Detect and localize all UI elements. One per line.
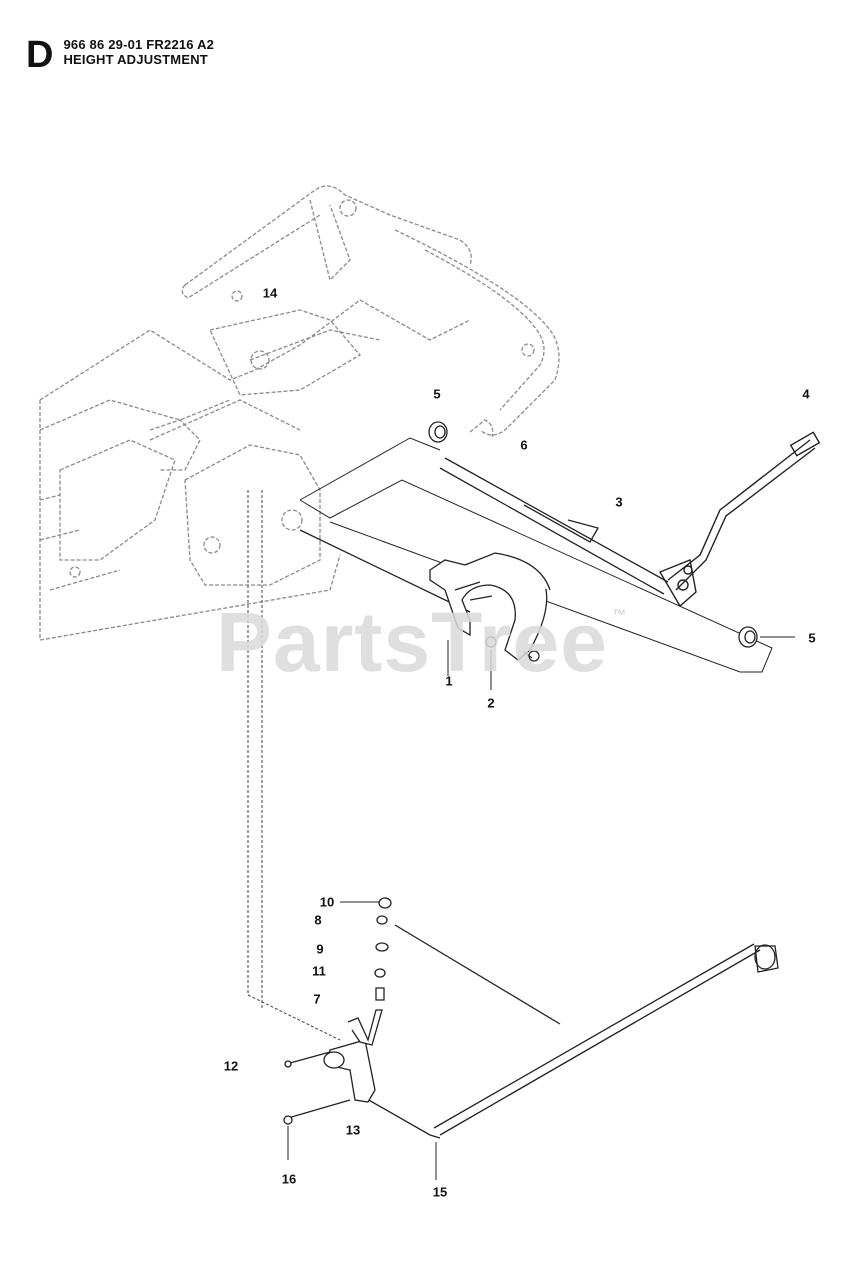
bushing-parts [428, 421, 758, 648]
callout-4: 4 [802, 386, 810, 402]
callout-16: 16 [281, 1171, 297, 1187]
watermark-text: PartsTree [216, 595, 608, 689]
callout-5-lower: 5 [808, 630, 816, 646]
callout-6: 6 [520, 437, 528, 453]
page-header: D 966 86 29-01 FR2216 A2 HEIGHT ADJUSTME… [26, 36, 214, 74]
callout-5-upper: 5 [433, 386, 441, 402]
callout-12: 12 [223, 1058, 239, 1074]
hardware-bolt-nut [485, 636, 540, 662]
callout-14: 14 [262, 285, 278, 301]
watermark-trademark: ™ [612, 606, 626, 622]
lever-plate-outline [299, 437, 773, 673]
document-title: HEIGHT ADJUSTMENT [63, 52, 208, 67]
quadrant-bracket [429, 552, 551, 661]
document-number: 966 86 29-01 FR2216 A2 [63, 37, 215, 52]
lift-rod [359, 924, 779, 1139]
connection-lines [247, 490, 341, 1041]
callout-11: 11 [312, 963, 326, 979]
callout-8: 8 [314, 912, 322, 928]
callout-3: 3 [615, 494, 623, 510]
callout-13: 13 [345, 1122, 361, 1138]
header-text: 966 86 29-01 FR2216 A2 HEIGHT ADJUSTMENT [63, 37, 214, 67]
callout-15: 15 [432, 1184, 448, 1200]
section-letter: D [26, 34, 54, 76]
chassis-frame-outline [39, 185, 560, 641]
adjustment-shaft [299, 457, 669, 613]
callout-1: 1 [445, 673, 453, 689]
callout-2: 2 [487, 695, 495, 711]
callout-10: 10 [319, 894, 335, 910]
lower-lever-assembly [283, 897, 392, 1125]
callout-7: 7 [313, 991, 321, 1007]
leader-lines [287, 636, 795, 1180]
lever-handle [658, 431, 821, 608]
callout-9: 9 [316, 941, 324, 957]
